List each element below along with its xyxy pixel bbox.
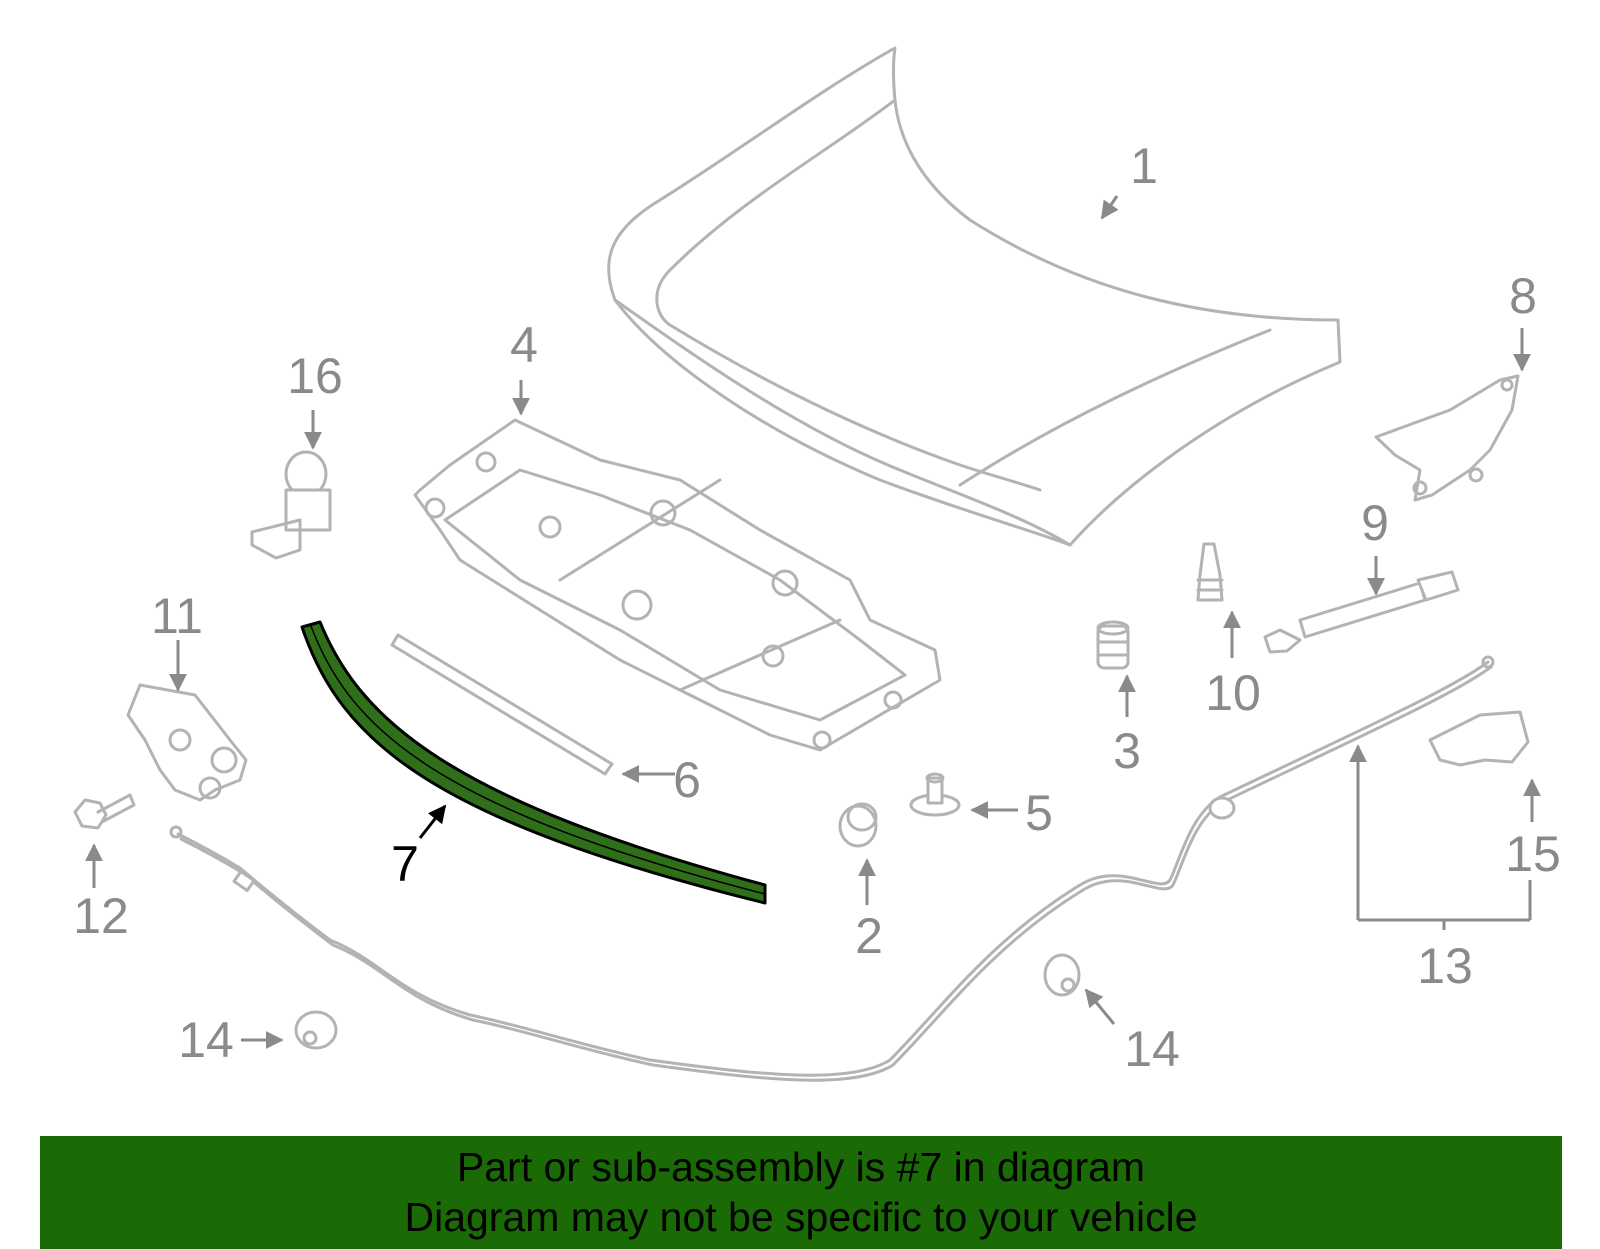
hood-weatherstrip-part [300,620,767,905]
callout-4: 4 [510,317,538,373]
bumper-part [838,802,878,848]
hood-latch-part [126,683,248,802]
callout-bracket [1356,746,1532,930]
hinge-part [1374,374,1520,502]
callout-14: 14 [178,1012,234,1068]
callout-7: 7 [391,836,419,892]
latch-switch-part [250,450,332,560]
release-cable-part [169,655,1495,1082]
callout-3: 3 [1113,723,1141,779]
rubber-stop-part [1096,620,1130,670]
callout-10: 10 [1205,665,1261,721]
bolt-part [73,793,136,830]
callout-16: 16 [287,348,343,404]
hood-insulator-part [413,418,942,752]
notice-line-2: Diagram may not be specific to your vehi… [404,1194,1198,1240]
callout-1: 1 [1130,138,1158,194]
callout-12: 12 [73,888,129,944]
clip-part [909,772,961,817]
pin-part [1196,542,1224,602]
callout-13: 13 [1417,938,1473,994]
callout-arrow [1084,988,1116,1025]
seal-strip-part [390,633,614,776]
callout-2: 2 [855,908,883,964]
callout-9: 9 [1361,495,1389,551]
bracket-part [1428,710,1530,767]
callout-15: 15 [1505,826,1561,882]
callout-11: 11 [151,588,203,644]
callout-8: 8 [1509,268,1537,324]
callout-arrow-active [418,804,447,839]
cable-clip-part [1043,953,1081,997]
callout-arrow [1100,195,1119,220]
notice-banner: Part or sub-assembly is #7 in diagram Di… [40,1136,1562,1249]
cable-clip-part [294,1010,338,1050]
callout-6: 6 [673,752,701,808]
callout-5: 5 [1025,785,1053,841]
hood-part [607,46,1342,547]
gas-strut-part [1263,570,1460,654]
callout-14: 14 [1124,1021,1180,1077]
notice-line-1: Part or sub-assembly is #7 in diagram [456,1144,1146,1190]
